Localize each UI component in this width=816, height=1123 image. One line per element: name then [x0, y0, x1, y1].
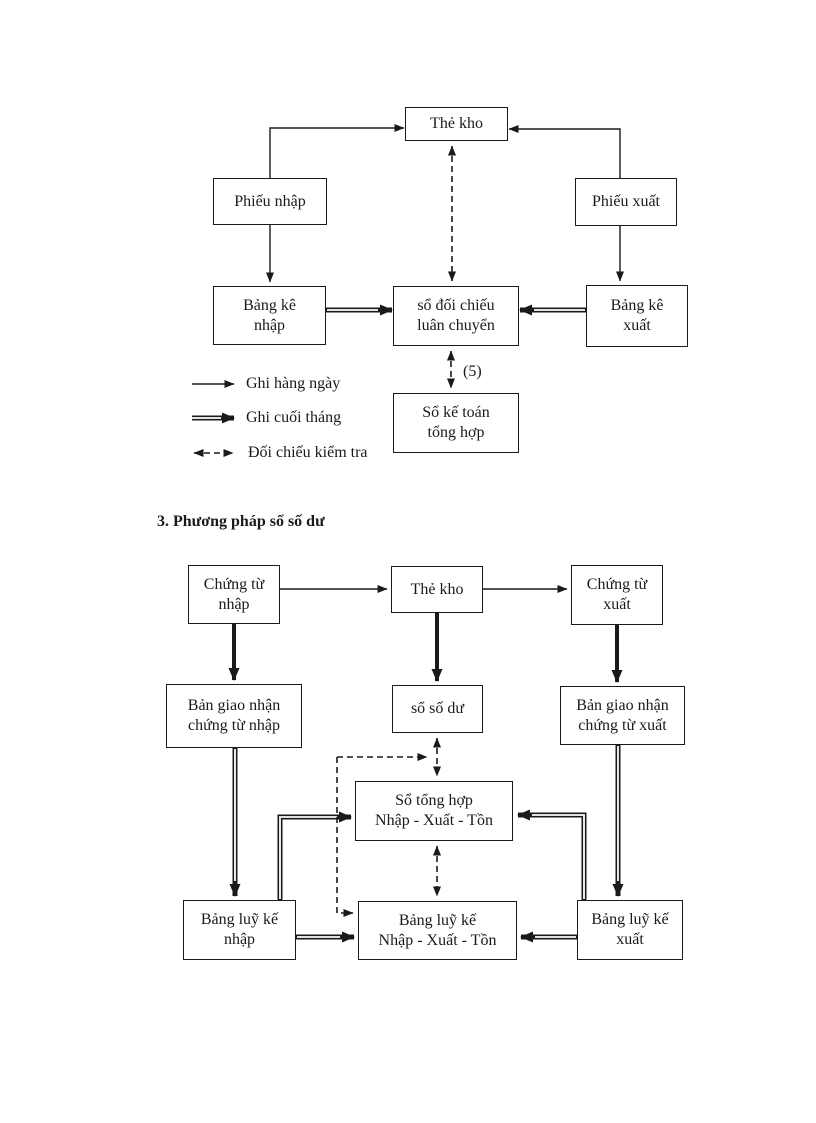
section-heading: 3. Phương pháp sổ số dư: [157, 513, 325, 530]
box-so-tong-hop-nhap-xuat-ton: Sổ tổng hợp Nhập - Xuất - Tồn: [355, 781, 513, 841]
box-ban-giao-nhan-chung-tu-nhap: Bản giao nhận chứng từ nhập: [166, 684, 302, 748]
legend-label-doi-chieu-kiem-tra: Đối chiếu kiểm tra: [248, 444, 368, 461]
box-phieu-nhap: Phiếu nhập: [213, 178, 327, 225]
box-bang-luy-ke-xuat: Bảng luỹ kế xuất: [577, 900, 683, 960]
box-chung-tu-xuat: Chứng từ xuất: [571, 565, 663, 625]
box-the-kho-top: Thẻ kho: [405, 107, 508, 141]
double-arrow-bang-luy-ke-nhap-to-so-tong-hop: [277, 811, 352, 900]
arrow-phieu-nhap-to-the-kho: [269, 124, 405, 178]
box-ban-giao-nhan-chung-tu-xuat: Bản giao nhận chứng từ xuất: [560, 686, 685, 745]
legend-label-ghi-hang-ngay: Ghi hàng ngày: [246, 375, 341, 392]
box-bang-luy-ke-nhap: Bảng luỹ kế nhập: [183, 900, 296, 960]
box-phieu-xuat: Phiếu xuất: [575, 178, 677, 226]
box-bang-luy-ke-nhap-xuat-ton: Bảng luỹ kế Nhập - Xuất - Tồn: [358, 901, 517, 960]
box-bang-ke-xuat: Bảng kê xuất: [586, 285, 688, 347]
box-the-kho-bottom: Thẻ kho: [391, 566, 483, 613]
box-so-ke-toan-tong-hop: Sổ kế toán tổng hợp: [393, 393, 519, 453]
box-so-doi-chieu-luan-chuyen: sổ đối chiếu luân chuyển: [393, 286, 519, 346]
arrow-phieu-xuat-to-the-kho: [508, 125, 621, 178]
double-arrow-bang-luy-ke-xuat-to-so-tong-hop: [517, 809, 587, 900]
box-chung-tu-nhap: Chứng từ nhập: [188, 565, 280, 624]
box-bang-ke-nhap: Bảng kê nhập: [213, 286, 326, 345]
dashed-branch-to-bang-luy-ke-nxt: [336, 757, 354, 917]
legend-label-ghi-cuoi-thang: Ghi cuối tháng: [246, 409, 342, 426]
box-so-so-du: sổ số dư: [392, 685, 483, 733]
annotation-5: (5): [463, 363, 482, 380]
